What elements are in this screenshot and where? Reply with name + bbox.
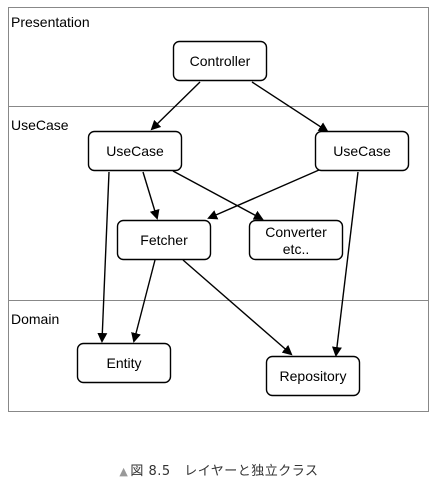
node-usecase-right: UseCase [314,130,410,172]
triangle-marker-icon: ▲ [119,465,129,478]
node-repository: Repository [265,355,361,397]
edge-controller-usecase-left [150,81,201,131]
edge-usecase-right-repository [331,171,359,357]
edge-controller-usecase-right [251,81,329,133]
node-controller: Controller [172,40,268,82]
node-usecase-right-label: UseCase [333,143,391,159]
edge-fetcher-repository [182,259,293,356]
figure-caption: ▲図 8.5 レイヤーと独立クラス [0,460,438,479]
domain-layer-label: Domain [11,311,59,327]
node-repository-label: Repository [280,368,347,384]
node-fetcher: Fetcher [116,219,212,261]
edge-usecase-left-converter [172,170,264,220]
usecase-layer-label: UseCase [11,117,69,133]
domain-layer [8,300,429,412]
figure-caption-text: 図 8.5 レイヤーと独立クラス [130,464,319,479]
edge-usecase-left-entity [97,171,110,343]
node-entity-label: Entity [106,355,141,371]
node-entity: Entity [76,342,172,384]
edge-usecase-left-fetcher [142,171,160,220]
edge-usecase-right-fetcher [207,169,320,220]
presentation-layer-label: Presentation [11,14,90,30]
node-controller-label: Controller [190,53,251,69]
node-converter: Converter etc.. [248,219,344,261]
edges [97,81,359,357]
node-fetcher-label: Fetcher [140,232,188,248]
node-converter-label-line1: Converter [265,224,327,240]
edge-fetcher-entity [131,259,156,343]
node-usecase-left: UseCase [87,130,183,172]
node-usecase-left-label: UseCase [106,143,164,159]
node-converter-label-line2: etc.. [283,241,309,257]
